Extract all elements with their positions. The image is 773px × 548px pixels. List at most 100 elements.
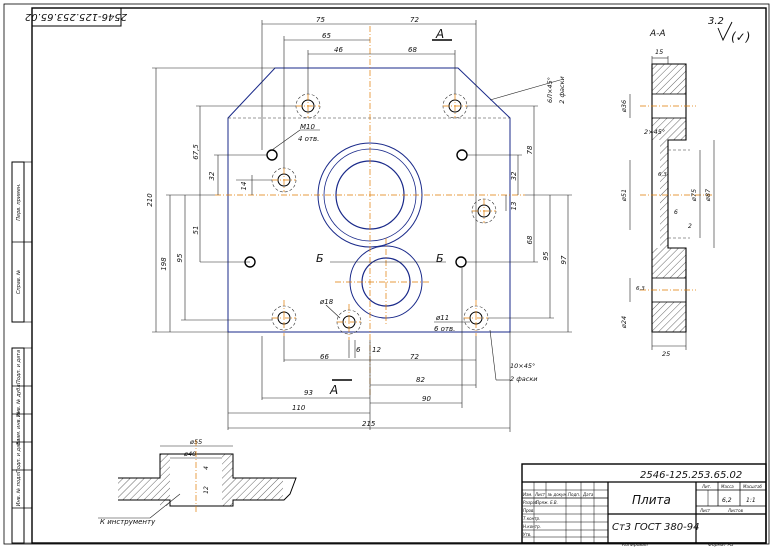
dim-6: 6 <box>356 346 361 354</box>
sec-dim-2: 2 <box>688 223 692 230</box>
dim-d11-count: 6 отв. <box>434 325 455 333</box>
sec-dim-d75: ø75 <box>690 189 698 202</box>
dim-72-top: 72 <box>410 16 419 24</box>
hole-br <box>463 300 489 336</box>
dim-51: 51 <box>192 226 200 235</box>
top-doc-code: 2546-125.253.65.02 <box>25 11 127 22</box>
dim-14: 14 <box>240 182 248 191</box>
tb-dokum: № докум. <box>547 492 568 497</box>
hole-small-1 <box>266 149 278 161</box>
dim-210: 210 <box>146 193 154 207</box>
chamfer-top-count: 2 фаски <box>558 76 566 103</box>
left-strip: Перв. примен. Справ. № Подп. и дата Инв.… <box>11 161 33 544</box>
footer-copied: Копировал <box>622 542 648 548</box>
detail-view: ø55 ø40 4 12 К инструменту <box>98 438 297 526</box>
sec-dim-d87: ø87 <box>704 188 712 202</box>
footer-format: Формат А3 <box>708 542 734 548</box>
hole-small-4 <box>455 256 467 268</box>
detail-4: 4 <box>203 466 210 470</box>
hole-m10-mr <box>471 198 497 224</box>
hole-m10-tl <box>295 93 321 119</box>
strip-label-sprav: Справ. № <box>16 270 22 294</box>
sec-chamfer: 2×45° <box>644 128 665 136</box>
detail-note: К инструменту <box>100 518 156 526</box>
sec-dim-d51: ø51 <box>620 189 628 202</box>
section-a-top: A <box>435 27 444 41</box>
roughness-mark: 3.2 (✓) <box>708 16 750 44</box>
hole-m10-ml <box>271 167 297 193</box>
hole-small-3 <box>244 256 256 268</box>
dim-13: 13 <box>510 202 518 211</box>
section-a-bottom: A <box>329 383 338 397</box>
sec-roughness-2: 6,3 <box>636 286 645 292</box>
bottom-dimensions <box>227 268 511 432</box>
hole-m10-tr <box>442 93 468 119</box>
sec-dim-d36: ø36 <box>620 100 628 113</box>
dim-72-bottom: 72 <box>410 353 419 361</box>
tb-podp: Подп. <box>568 492 580 497</box>
tb-razrab: Разраб. <box>523 500 539 505</box>
strip-label-podl: Инв. № подл. <box>16 472 22 507</box>
dim-198: 198 <box>160 257 168 271</box>
section-aa-label: A-A <box>649 29 666 39</box>
dim-d18: ø18 <box>319 298 334 306</box>
dim-68-right: 68 <box>526 235 534 244</box>
top-code-box: 2546-125.253.65.02 <box>25 7 127 27</box>
tb-data: Дата <box>582 492 594 497</box>
dim-32-left: 32 <box>208 171 216 180</box>
tb-lit: Лит. <box>701 484 711 489</box>
tb-masshtab: Масштаб <box>743 484 763 489</box>
detail-12: 12 <box>203 486 210 494</box>
chamfer-bottom: 10×45° <box>510 362 535 370</box>
chamfer-top: 6Л×45° <box>546 77 554 103</box>
tb-prov: Пров. <box>523 508 535 513</box>
dim-32-right: 32 <box>510 171 518 180</box>
roughness-symbol: (✓) <box>731 30 750 44</box>
dim-215: 215 <box>362 420 376 428</box>
tb-nkontr: Н.контр. <box>523 524 541 529</box>
sec-dim-15: 15 <box>655 48 663 56</box>
dim-46: 46 <box>334 46 343 54</box>
dim-75: 75 <box>316 16 325 24</box>
tb-utv: Утв. <box>523 532 531 537</box>
hole-small-2 <box>456 149 468 161</box>
right-dimensions <box>466 105 572 333</box>
section-b-right: Б <box>436 252 444 265</box>
dim-95-right: 95 <box>542 251 550 260</box>
tb-tkontr: Т.контр. <box>523 516 540 521</box>
strip-label-vzam: Взам. инв. № <box>16 411 22 445</box>
dim-93: 93 <box>304 389 313 397</box>
dim-110: 110 <box>292 404 306 412</box>
title-block: 2546-125.253.65.02 Плита Ст3 ГОСТ 380-94… <box>521 463 767 544</box>
detail-d55: ø55 <box>189 438 202 446</box>
strip-label-podp2: Подп. и дата <box>16 439 22 473</box>
dim-d11: ø11 <box>435 314 449 322</box>
tb-mass-value: 6,2 <box>722 497 732 504</box>
dim-90: 90 <box>422 395 431 403</box>
tb-scale-value: 1:1 <box>746 497 756 504</box>
dim-78: 78 <box>526 145 534 154</box>
plate-outline <box>227 67 511 333</box>
tb-izm: Изм. <box>523 492 532 497</box>
dim-95-left: 95 <box>176 253 184 262</box>
dim-68-top: 68 <box>408 46 417 54</box>
m10-label: М10 <box>300 123 315 131</box>
strip-label-perv: Перв. примен. <box>16 183 22 221</box>
sec-dim-6: 6 <box>674 209 678 216</box>
main-view: A A Б Б 75 72 65 46 68 6Л×45° 2 фаски М1… <box>146 16 572 432</box>
dim-82: 82 <box>416 376 425 384</box>
title-doc-code: 2546-125.253.65.02 <box>640 470 742 481</box>
tb-razrab-name: Пряж. Е.В. <box>536 500 558 505</box>
tb-sheet: Лист <box>699 508 711 513</box>
section-aa: A-A 15 ø36 ø51 ø75 ø87 ø24 <box>620 29 715 358</box>
roughness-value: 3.2 <box>708 16 724 27</box>
sec-roughness-1: 6,3 <box>658 172 667 178</box>
sec-dim-d24: ø24 <box>620 316 628 329</box>
strip-label-dubl: Инв. № дубл. <box>16 383 22 417</box>
tb-sheets: Листов <box>727 508 744 513</box>
sec-dim-25: 25 <box>662 350 670 358</box>
title-part-name: Плита <box>632 493 671 507</box>
chamfer-bottom-count: 2 фаски <box>510 375 537 383</box>
sheet-border <box>3 3 770 545</box>
